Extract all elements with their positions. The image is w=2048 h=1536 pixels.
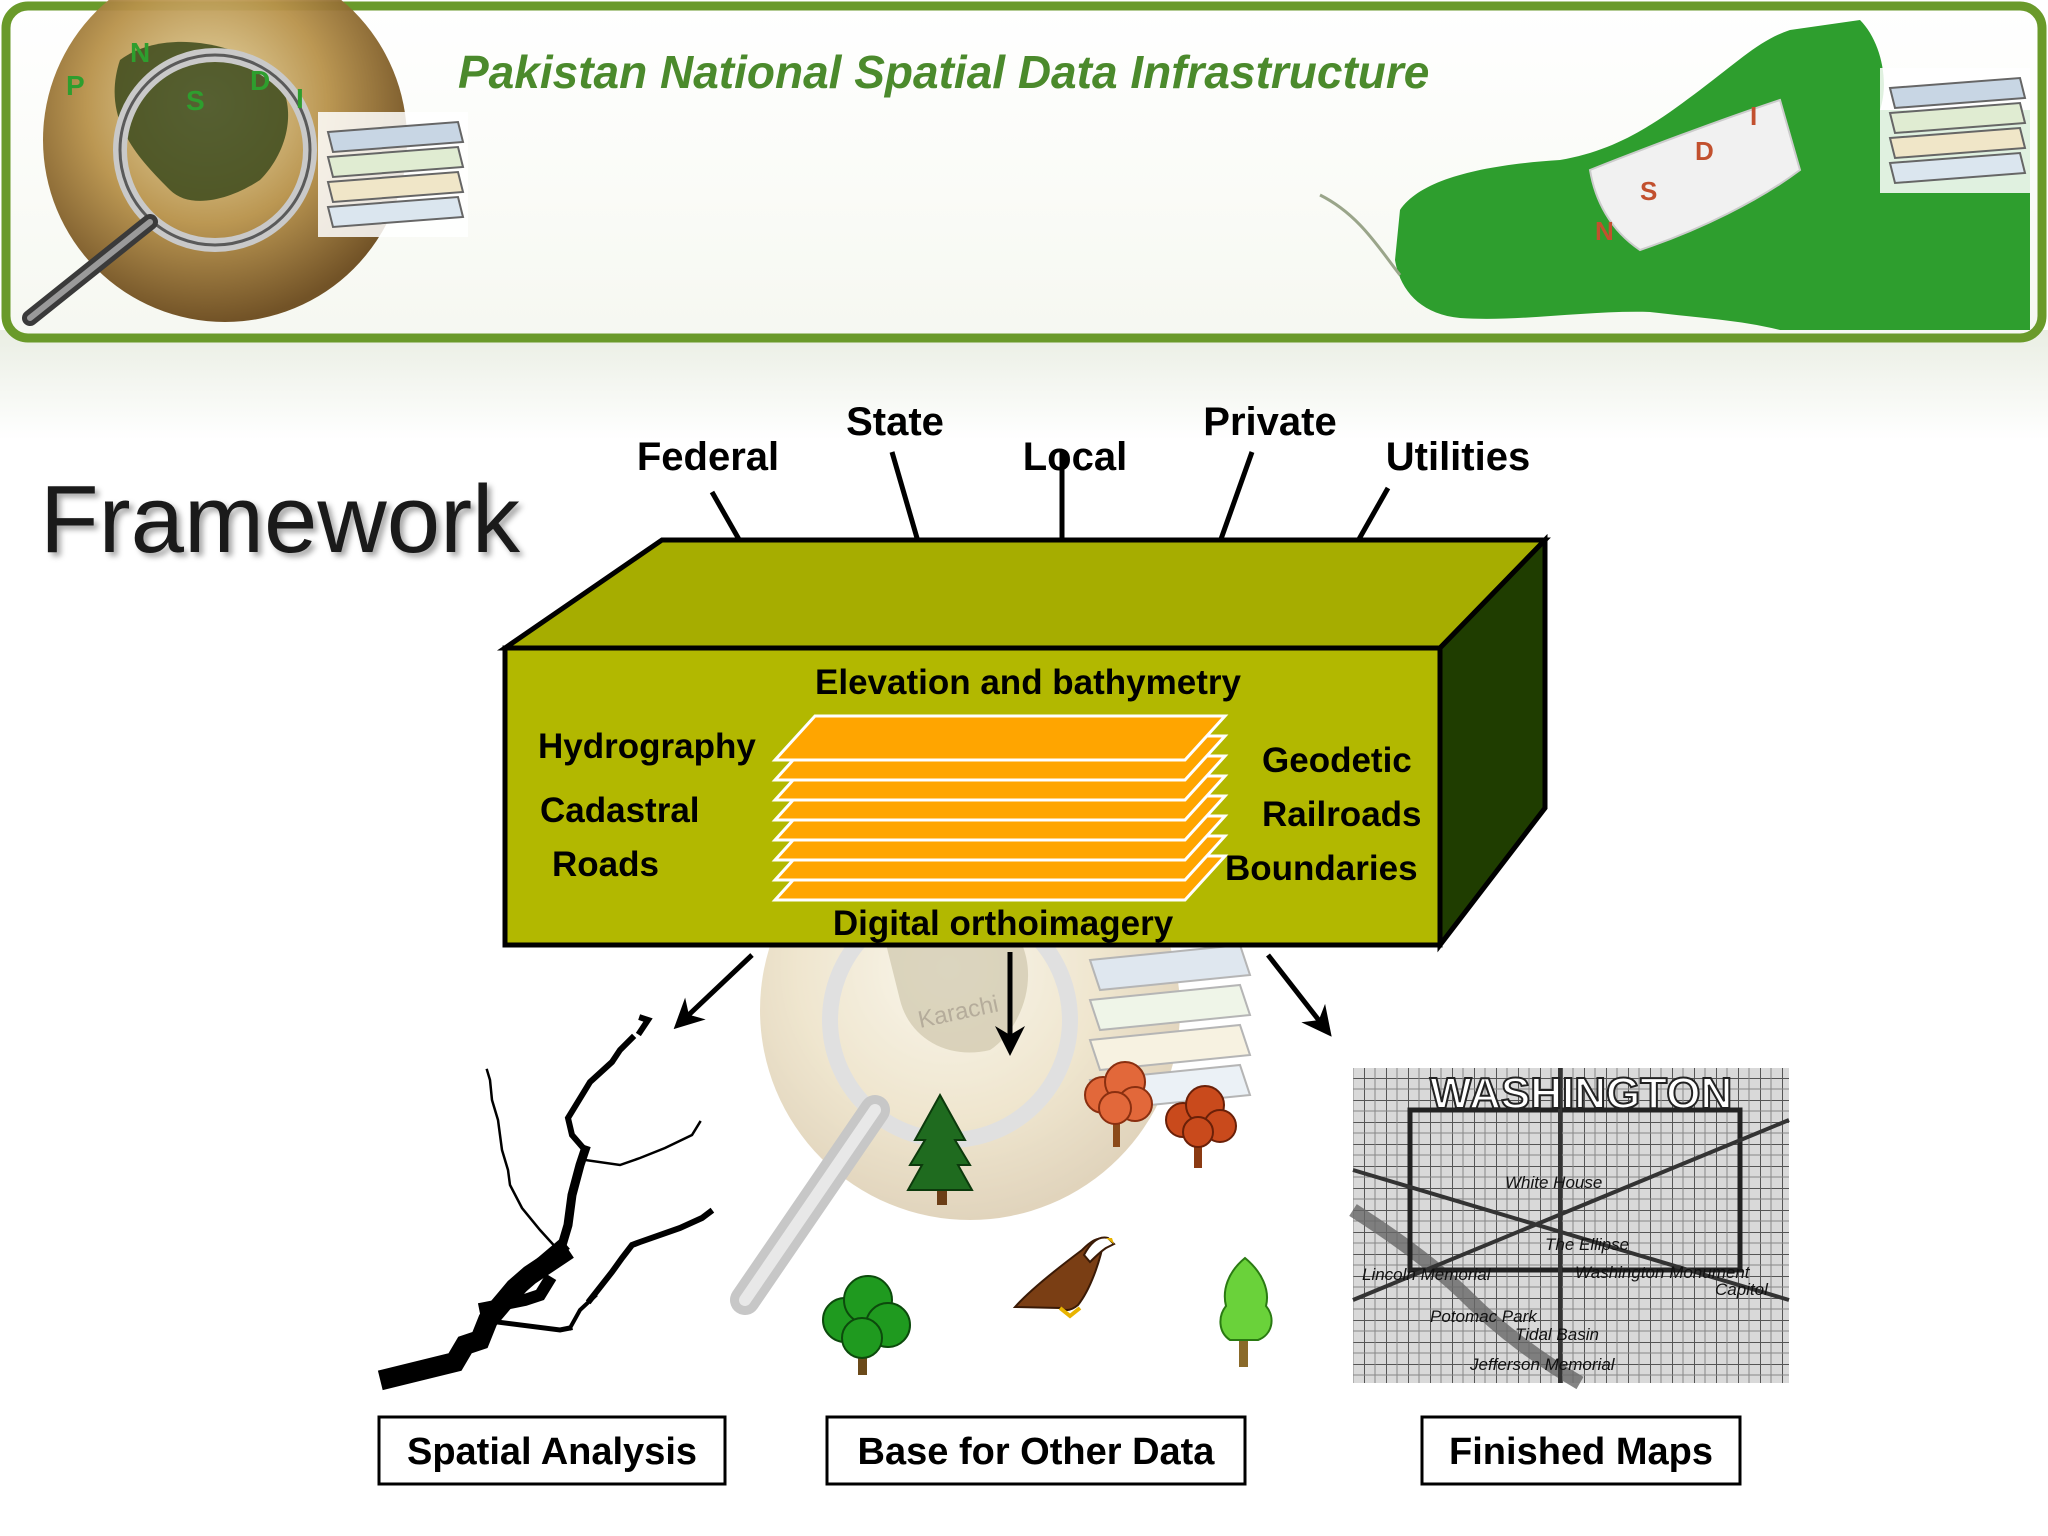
data-layers-icon [1088, 943, 1252, 1112]
box-top [496, 537, 1551, 651]
output-labels: Spatial Analysis Base for Other Data Fin… [377, 1415, 1742, 1486]
layer-label-geodetic: Geodetic [1262, 741, 1412, 780]
logo-letter: I [1750, 101, 1757, 131]
tree-icon [1084, 1061, 1153, 1147]
layer-label-elevation: Elevation and bathymetry [815, 663, 1241, 702]
source-label-state: State [846, 400, 944, 444]
page-title: Framework [40, 466, 521, 573]
map-label-washington: WASHINGTON [1430, 1069, 1732, 1118]
output-label-spatial-analysis: Spatial Analysis [407, 1431, 697, 1473]
logo-letter: D [250, 65, 270, 96]
logo-letter: I [296, 83, 304, 114]
source-label-local: Local [1023, 435, 1127, 479]
eagle-icon [1012, 1236, 1116, 1319]
layer-label-roads: Roads [552, 845, 659, 884]
framework-box: Elevation and bathymetry Hydrography Cad… [496, 533, 1551, 953]
source-label-federal: Federal [637, 435, 779, 479]
source-label-utilities: Utilities [1386, 435, 1530, 479]
data-layers-icon [1880, 68, 2030, 193]
source-labels: Federal State Local Private Utilities [637, 400, 1530, 479]
output-box [1420, 1415, 1742, 1486]
logo-letter: D [1695, 136, 1714, 166]
logo-letter: S [1640, 176, 1657, 206]
source-label-private: Private [1203, 400, 1336, 444]
output-box [825, 1415, 1247, 1486]
header-banner: P N S D I Pakistan National Spatial Data… [0, 0, 2048, 440]
nature-icons [822, 1061, 1273, 1375]
arrow-icon [1266, 953, 1332, 1037]
logo-letter: N [130, 37, 150, 68]
layer-label-railroads: Railroads [1262, 795, 1422, 834]
network-lines-icon [377, 1014, 715, 1391]
map-label: Washington Monument [1575, 1263, 1751, 1282]
map-label: Lincoln Memorial [1362, 1265, 1492, 1284]
layer-label-hydrography: Hydrography [538, 727, 756, 766]
layer-label-cadastral: Cadastral [540, 791, 700, 830]
map-label: Tidal Basin [1515, 1325, 1599, 1344]
tree-icon [1165, 1085, 1237, 1168]
layer-label-boundaries: Boundaries [1225, 849, 1418, 888]
output-arrows [673, 952, 1332, 1056]
output-box [377, 1415, 727, 1486]
data-layer-sheet [771, 714, 1229, 762]
map-label: Potomac Park [1430, 1307, 1538, 1326]
tree-icon [906, 1092, 974, 1205]
banner-title: Pakistan National Spatial Data Infrastru… [458, 46, 1429, 98]
data-layers-icon [318, 112, 468, 237]
arrow-icon [673, 953, 754, 1030]
map-label: White House [1505, 1173, 1602, 1192]
globe-logo-icon: P N S D I [22, 0, 407, 326]
output-label-base-for-other-data: Base for Other Data [858, 1431, 1216, 1473]
map-label: Capitol [1715, 1280, 1769, 1299]
logo-letter: N [1595, 216, 1614, 246]
map-label: Jefferson Memorial [1469, 1355, 1616, 1374]
logo-letter: S [186, 85, 205, 116]
map-label: The Ellipse [1545, 1235, 1629, 1254]
output-label-finished-maps: Finished Maps [1449, 1431, 1713, 1473]
washington-map-image: WASHINGTON White House The Ellipse Washi… [1349, 1068, 1790, 1390]
tree-icon [1219, 1256, 1273, 1367]
tree-icon [822, 1275, 911, 1375]
layer-stack [771, 714, 1229, 902]
layer-label-orthoimagery: Digital orthoimagery [833, 904, 1174, 943]
logo-letter: P [66, 70, 85, 101]
pakistan-map-icon: N S D I [1319, 20, 2030, 330]
